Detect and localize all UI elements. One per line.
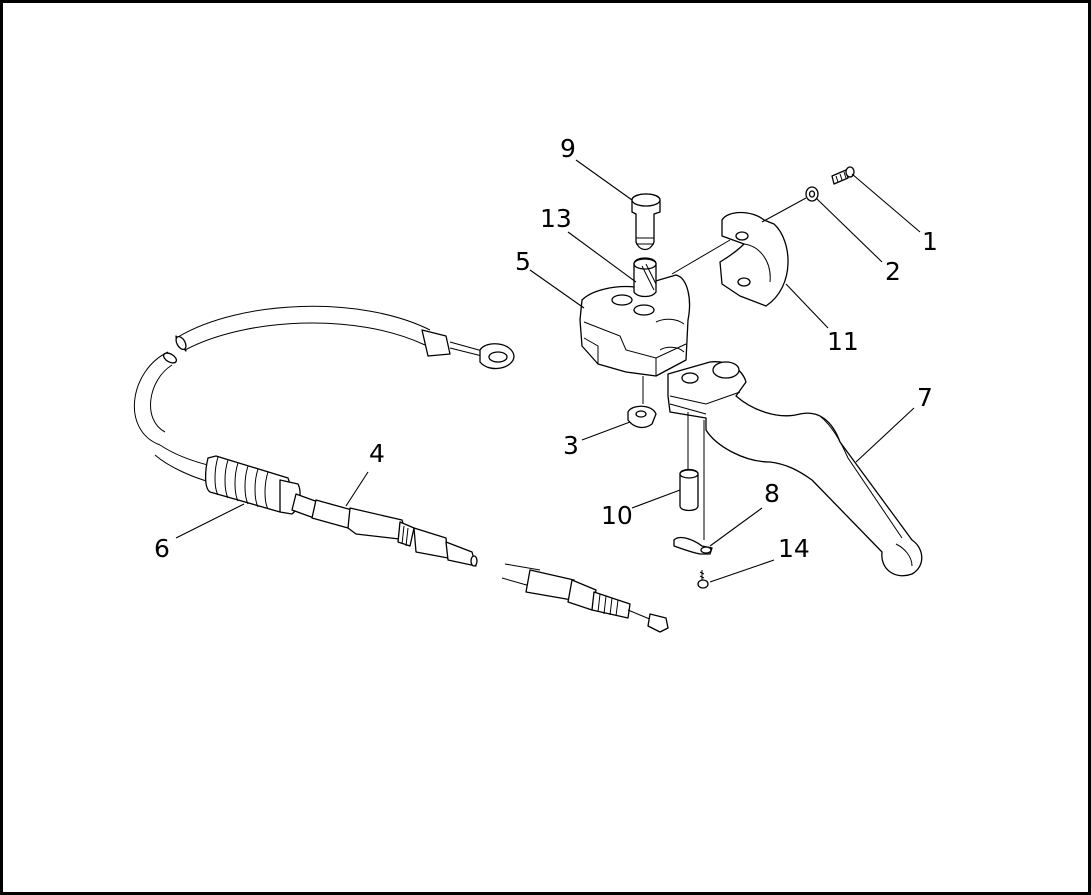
pivot-pin bbox=[631, 193, 661, 251]
callout-10: 10 bbox=[601, 501, 633, 530]
clamp-screw bbox=[831, 166, 855, 185]
callout-3: 3 bbox=[563, 431, 579, 460]
lever-perch bbox=[579, 239, 731, 377]
callout-8: 8 bbox=[764, 479, 780, 508]
clutch-lever bbox=[667, 361, 923, 577]
callout-6: 6 bbox=[154, 534, 170, 563]
callout-4: 4 bbox=[369, 439, 385, 468]
callout-11: 11 bbox=[827, 327, 859, 356]
cable-boot bbox=[204, 455, 301, 515]
small-screw bbox=[697, 570, 709, 589]
cable-ferrule bbox=[679, 468, 699, 512]
callout-5: 5 bbox=[515, 247, 531, 276]
callout-1: 1 bbox=[922, 227, 938, 256]
cable-lower-end bbox=[501, 563, 669, 633]
interlock-switch bbox=[673, 536, 713, 555]
retaining-clip bbox=[627, 376, 657, 429]
perch-clamp bbox=[719, 197, 807, 307]
callout-labels: 1 2 3 4 5 6 7 8 9 10 11 13 14 bbox=[154, 134, 938, 563]
cable-adjuster bbox=[291, 493, 478, 567]
callout-2: 2 bbox=[885, 257, 901, 286]
callout-13: 13 bbox=[540, 204, 572, 233]
leader-lines bbox=[175, 159, 921, 583]
callout-7: 7 bbox=[917, 383, 933, 412]
washer bbox=[805, 186, 819, 202]
callout-9: 9 bbox=[560, 134, 576, 163]
clutch-cable bbox=[133, 305, 669, 633]
callout-14: 14 bbox=[778, 534, 810, 563]
clutch-lever-exploded-diagram: 1 2 3 4 5 6 7 8 9 10 11 13 14 bbox=[133, 134, 938, 633]
